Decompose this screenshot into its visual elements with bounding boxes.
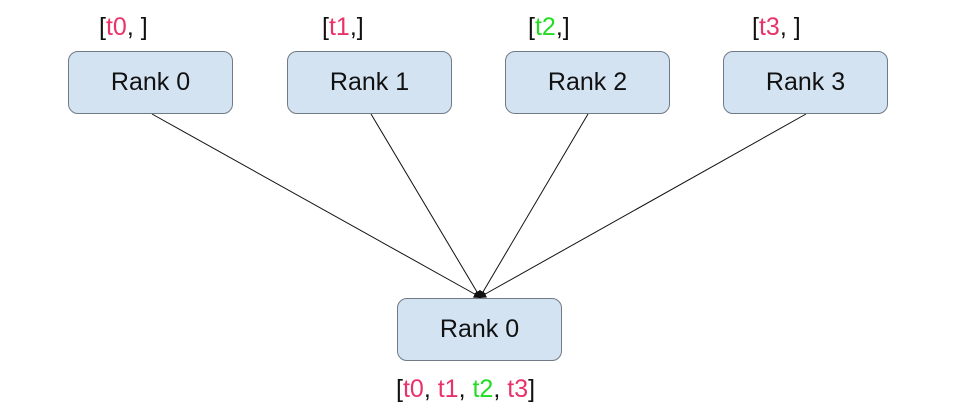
- rank-1-source-label: Rank 1: [329, 68, 410, 96]
- edge-rank3-to-rank0: [478, 113, 807, 298]
- rank-1-vector-label: [t1,]: [322, 13, 364, 41]
- gathered-token-2: t2: [472, 375, 494, 403]
- gathered-token-3: t3: [507, 375, 529, 403]
- rank-3-source-node: Rank 3: [723, 51, 888, 114]
- rank-1-token: t1: [328, 13, 350, 41]
- rank-0-target-label: Rank 0: [439, 315, 520, 343]
- edge-rank1-to-rank0: [370, 113, 482, 299]
- rank-2-source-label: Rank 2: [547, 68, 628, 96]
- gathered-token-1: t1: [437, 375, 459, 403]
- rank-0-target-node: Rank 0: [397, 298, 562, 361]
- edge-rank2-to-rank0: [478, 113, 589, 299]
- rank-2-token: t2: [534, 13, 556, 41]
- rank-0-source-node: Rank 0: [68, 51, 233, 114]
- rank-2-source-node: Rank 2: [505, 51, 670, 114]
- rank-3-source-label: Rank 3: [765, 68, 846, 96]
- gathered-token-0: t0: [402, 375, 424, 403]
- rank-0-source-label: Rank 0: [110, 68, 191, 96]
- rank-2-vector-label: [t2,]: [528, 13, 570, 41]
- rank-1-source-node: Rank 1: [287, 51, 452, 114]
- edge-rank0-to-rank0: [151, 113, 482, 298]
- rank-3-vector-label: [t3, ]: [752, 13, 801, 41]
- rank-0-vector-label: [t0, ]: [99, 13, 148, 41]
- rank-3-token: t3: [758, 13, 780, 41]
- rank-0-token: t0: [105, 13, 127, 41]
- gathered-vector-label: [t0, t1, t2, t3]: [396, 375, 536, 403]
